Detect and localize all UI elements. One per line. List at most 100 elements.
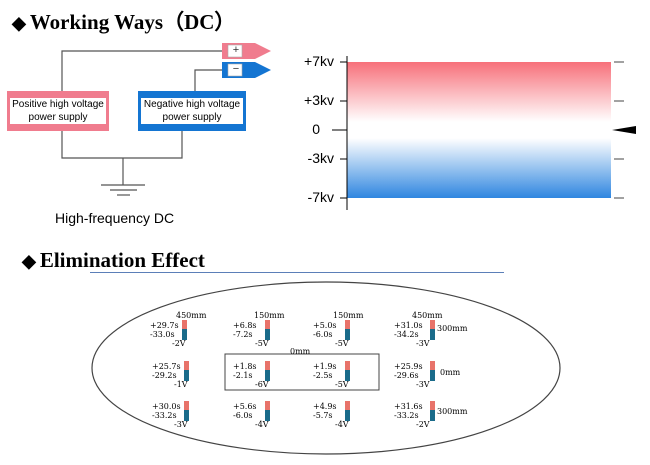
negative-supply-line1: Negative high voltage	[143, 99, 241, 110]
positive-bar	[265, 401, 270, 410]
negative-time: -29.2s	[152, 371, 177, 380]
negative-bar	[430, 410, 435, 421]
residual-voltage: -6V	[255, 380, 269, 389]
positive-time: +31.0s	[394, 321, 423, 330]
negative-bar	[265, 410, 270, 421]
negative-time: -7.2s	[233, 330, 253, 339]
plus-sign: +	[232, 44, 240, 56]
positive-bar	[430, 401, 435, 410]
negative-bar	[430, 370, 435, 381]
residual-voltage: -3V	[416, 339, 430, 348]
negative-time: -29.6s	[394, 371, 419, 380]
negative-bar	[265, 370, 270, 381]
cell-r2-c1: +5.6s -6.0s -4V	[233, 402, 269, 429]
positive-time: +5.6s	[233, 402, 257, 411]
negative-power-supply: Negative high voltage power supply	[138, 91, 246, 131]
negative-time: -33.2s	[152, 411, 177, 420]
positive-time: +30.0s	[152, 402, 181, 411]
positive-time: +6.8s	[233, 321, 257, 330]
ground-icon	[101, 184, 145, 196]
positive-bar	[265, 320, 270, 329]
center-label: 0mm	[290, 347, 311, 356]
negative-time: -2.5s	[313, 371, 333, 380]
positive-time: +5.0s	[313, 321, 337, 330]
section-title: Working Ways（DC）	[29, 10, 236, 34]
positive-bar	[184, 401, 189, 410]
section-title: Elimination Effect	[39, 248, 205, 272]
heading-underline	[90, 272, 504, 273]
cell-r0-c0: +29.7s -33.0s -2V	[150, 321, 186, 348]
negative-bar	[430, 329, 435, 340]
circuit-diagram	[61, 43, 271, 196]
cell-r2-c2: +4.9s -5.7s -4V	[313, 402, 349, 429]
section-heading-elimination: ◆Elimination Effect	[22, 248, 205, 273]
positive-bar	[345, 361, 350, 370]
side-label-2: 0mm	[440, 368, 461, 377]
positive-bar	[345, 320, 350, 329]
positive-time: +4.9s	[313, 402, 337, 411]
zero-arrow-icon	[612, 126, 636, 134]
wire-bottom	[61, 130, 183, 159]
positive-time: +25.9s	[394, 362, 423, 371]
tick-label-plus3: +3kv	[304, 92, 334, 108]
top-label-3: 150mm	[333, 311, 364, 320]
negative-time: -5.7s	[313, 411, 333, 420]
top-label-1: 450mm	[176, 311, 207, 320]
positive-bar	[265, 361, 270, 370]
diamond-bullet-icon: ◆	[22, 251, 36, 271]
positive-bar	[430, 320, 435, 329]
negative-bar	[265, 329, 270, 340]
residual-voltage: -3V	[174, 420, 188, 429]
positive-supply-line2: power supply	[28, 112, 88, 123]
residual-voltage: -2V	[172, 339, 186, 348]
positive-time: +1.8s	[233, 362, 257, 371]
cell-r1-c1: +1.8s -2.1s -6V	[233, 362, 269, 389]
positive-bar	[430, 361, 435, 370]
negative-bar	[184, 370, 189, 381]
side-label-3: 300mm	[437, 407, 468, 416]
positive-bar	[182, 320, 187, 329]
residual-voltage: -2V	[416, 420, 430, 429]
minus-sign: −	[232, 63, 240, 75]
positive-supply-line1: Positive high voltage	[12, 99, 104, 110]
negative-bar	[345, 410, 350, 421]
residual-voltage: -4V	[335, 420, 349, 429]
diamond-bullet-icon: ◆	[12, 13, 26, 33]
positive-time: +25.7s	[152, 362, 181, 371]
cell-r0-c3: +31.0s -34.2s -3V	[394, 321, 430, 348]
positive-power-supply: Positive high voltage power supply	[7, 91, 109, 131]
cell-r1-c0: +25.7s -29.2s -1V	[152, 362, 188, 389]
negative-bar	[182, 329, 187, 340]
residual-voltage: -5V	[335, 380, 349, 389]
negative-time: -33.2s	[394, 411, 419, 420]
tick-label-zero: 0	[312, 121, 320, 137]
negative-bar	[345, 329, 350, 340]
residual-voltage: -3V	[416, 380, 430, 389]
diagram-caption: High-frequency DC	[55, 210, 175, 226]
tick-label-minus7: -7kv	[307, 189, 334, 205]
cell-r1-c3: +25.9s -29.6s -3V	[394, 362, 430, 389]
waveform-gradient	[347, 62, 611, 198]
tick-label-plus7: +7kv	[304, 53, 334, 69]
wire-negative	[194, 69, 222, 92]
positive-time: +1.9s	[313, 362, 337, 371]
positive-bar	[184, 361, 189, 370]
voltage-waveform	[332, 56, 636, 210]
negative-time: -6.0s	[233, 411, 253, 420]
cell-r0-c1: +6.8s -7.2s -5V	[233, 321, 269, 348]
residual-voltage: -1V	[174, 380, 188, 389]
wire-positive	[61, 50, 222, 92]
cell-r1-c2: +1.9s -2.5s -5V	[313, 362, 349, 389]
negative-time: -2.1s	[233, 371, 253, 380]
residual-voltage: -5V	[335, 339, 349, 348]
top-label-2: 150mm	[254, 311, 285, 320]
positive-time: +29.7s	[150, 321, 179, 330]
measurement-ellipse	[91, 281, 561, 455]
section-heading-working-ways: ◆Working Ways（DC）	[12, 6, 235, 36]
tick-label-minus3: -3kv	[307, 150, 334, 166]
residual-voltage: -5V	[255, 339, 269, 348]
cell-r0-c2: +5.0s -6.0s -5V	[313, 321, 349, 348]
center-box	[224, 353, 380, 391]
positive-time: +31.6s	[394, 402, 423, 411]
negative-time: -34.2s	[394, 330, 419, 339]
